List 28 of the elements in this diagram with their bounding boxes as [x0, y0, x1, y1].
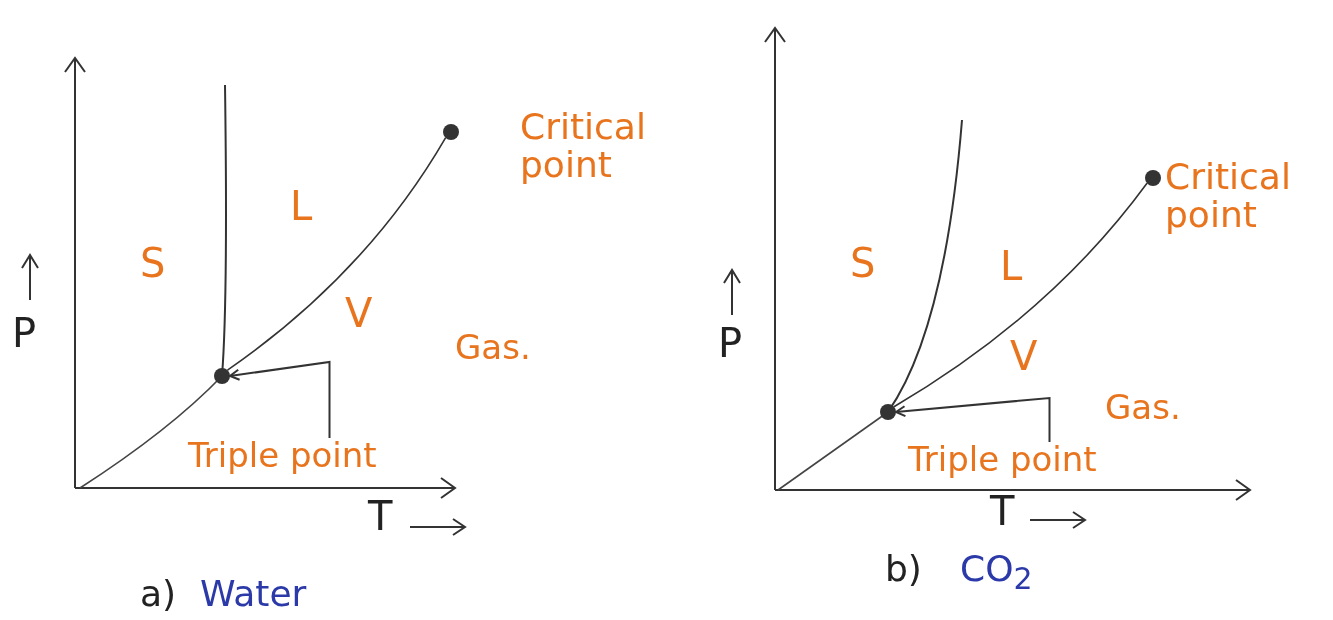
phase-curve: [893, 182, 1148, 408]
point-dot: [443, 124, 459, 140]
point-caption: Critical point: [520, 108, 647, 184]
phase-curve: [226, 137, 447, 371]
axis-label: P: [718, 322, 743, 364]
panel-caption: b): [885, 550, 922, 588]
leader-arrow: [895, 396, 1051, 443]
region-label: V: [1010, 335, 1038, 377]
region-label: L: [1000, 245, 1023, 287]
panel-caption: CO$_{2}$: [960, 550, 1033, 595]
axis-label: T: [990, 490, 1015, 532]
point-dot: [214, 368, 230, 384]
axis-label: T: [368, 495, 393, 537]
region-label: V: [345, 292, 373, 334]
point-label: Triple point: [908, 442, 1097, 478]
point-caption: Critical point: [1165, 158, 1292, 234]
point-dot: [1145, 170, 1161, 186]
point-label: Triple point: [188, 438, 377, 474]
point-dot: [880, 404, 896, 420]
panel-caption: Water: [200, 575, 307, 613]
region-label: S: [850, 242, 876, 284]
axis-label: P: [12, 312, 37, 354]
region-label: L: [290, 185, 313, 227]
region-label: S: [140, 242, 166, 284]
region-label: Gas.: [1105, 390, 1181, 426]
leader-arrow: [229, 360, 331, 439]
region-label: Gas.: [455, 330, 531, 366]
panel-caption: a): [140, 575, 177, 613]
